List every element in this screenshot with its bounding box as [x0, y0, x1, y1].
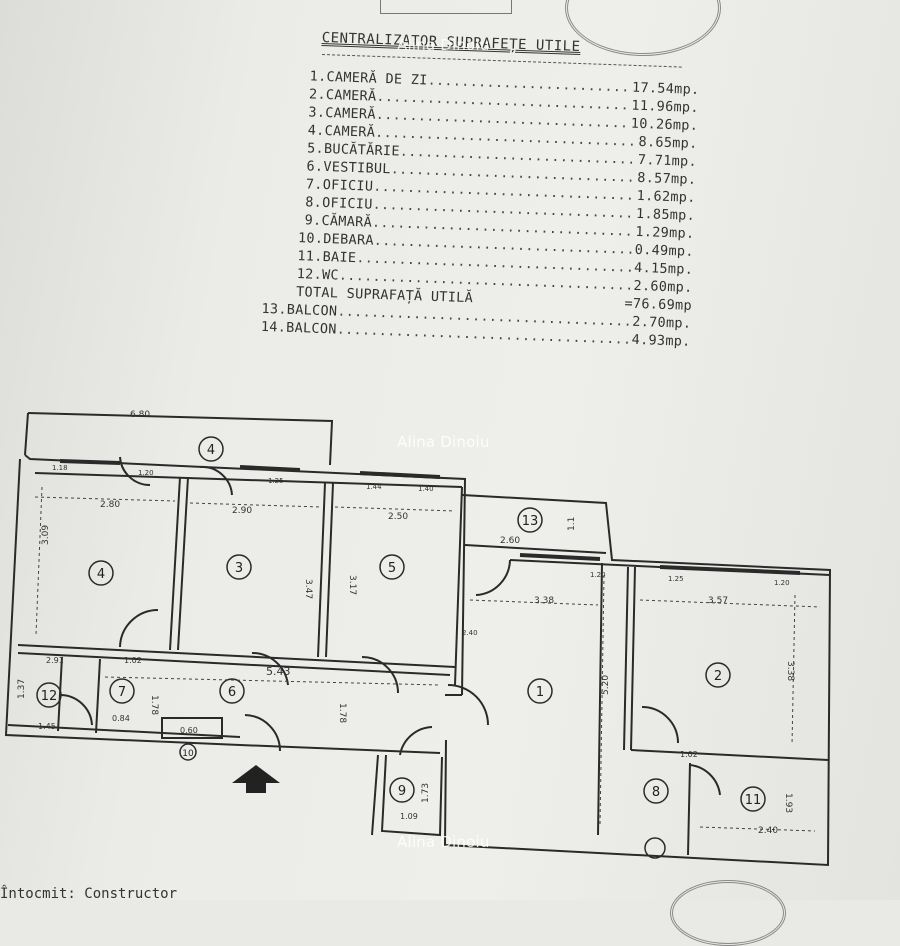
room-label-4: 4	[97, 567, 105, 582]
dim-win-4: 1.18	[52, 464, 68, 472]
area-name: 7.OFICIU	[305, 176, 374, 195]
area-name: 12.WC	[296, 266, 340, 284]
dim-r11-height: 1.93	[783, 793, 793, 813]
room-label-5: 5	[388, 561, 396, 576]
balcony-14-outline	[27, 412, 334, 466]
footer-text: Întocmit: Constructor	[0, 886, 178, 902]
room-label-3: 3	[235, 561, 243, 576]
dim-win-5b: 1.40	[418, 485, 434, 493]
dim-r9-height: 1.73	[421, 783, 431, 803]
dim-win-1: 1.20	[590, 571, 606, 579]
area-value: 11.96mp.	[631, 97, 700, 116]
room-label-12: 12	[41, 689, 58, 704]
area-value: 4.15mp.	[633, 259, 694, 278]
dim-top-overall: 6.80	[130, 410, 150, 420]
dim-r9-width: 1.09	[400, 812, 418, 821]
stamp-rectangle	[380, 0, 512, 14]
area-name: 2.CAMERĂ	[308, 86, 377, 105]
dim-r12-height: 1.37	[17, 679, 27, 699]
areas-table: 1.CAMERĂ DE ZI..........................…	[261, 66, 700, 351]
area-value: 7.71mp.	[637, 151, 698, 170]
room-label-8: 8	[652, 785, 660, 800]
entry-arrow-icon	[232, 765, 280, 793]
dim-r7-b: 0.84	[112, 714, 130, 723]
dim-win-2: 1.25	[668, 575, 684, 583]
room-label-14: 4	[207, 443, 215, 458]
area-name: 8.OFICIU	[304, 194, 373, 213]
area-name: 3.CAMERĂ	[308, 104, 377, 123]
floor-plan: 4 3 5 1 2 6 7 12 8 11 9 13 4 10 6.80 2.8…	[4, 410, 832, 867]
title-underline	[321, 54, 682, 68]
dim-win-4b: 1.20	[138, 469, 154, 477]
dim-win-5: 1.44	[366, 483, 382, 491]
dim-r3-width: 2.90	[232, 506, 252, 516]
dim-r12-width: 1.45	[38, 722, 56, 731]
area-value: 17.54mp.	[631, 79, 700, 98]
dim-r4-width: 2.80	[100, 500, 120, 510]
watermark-middle: Alina Dinoiu	[397, 433, 490, 451]
area-name: 11.BAIE	[297, 248, 357, 267]
dim-r1-width: 3.38	[534, 596, 554, 606]
dim-r5-width: 2.50	[388, 512, 408, 522]
dim-door-1: 2.40	[462, 629, 478, 637]
dim-r2-width: 3.57	[708, 596, 728, 606]
room-label-11: 11	[745, 793, 762, 808]
dim-r8: 1.02	[680, 750, 698, 759]
area-name: 9.CĂMARĂ	[304, 212, 373, 231]
room-label-6: 6	[228, 685, 236, 700]
area-value: 8.57mp.	[637, 169, 697, 188]
dim-r10: 0.60	[180, 726, 198, 735]
area-value: 1.85mp.	[635, 205, 696, 224]
room-label-9: 9	[398, 784, 406, 799]
dim-win-3: 1.25	[268, 477, 284, 485]
dim-r13-width: 2.60	[500, 536, 520, 546]
dim-r7-width: 1.02	[124, 656, 142, 665]
round-stamp-bottom	[670, 880, 786, 946]
round-stamp-top	[565, 0, 721, 56]
room-label-2: 2	[714, 669, 722, 684]
area-value: 1.29mp.	[635, 223, 695, 242]
dim-r5-height: 3.17	[347, 575, 357, 595]
dim-r2-height: 3.38	[785, 661, 795, 681]
room-label-13: 13	[522, 514, 539, 529]
area-value: 4.93mp.	[631, 331, 691, 350]
area-name: 14.BALCON	[260, 318, 337, 338]
watermark-bottom: Alina Dinoiu	[397, 833, 490, 851]
dim-r6-small: 2.91	[46, 656, 64, 665]
dim-win-2b: 1.20	[774, 579, 790, 587]
dim-vestibul: 5.43	[266, 665, 291, 678]
dim-r4-height: 3.09	[41, 525, 51, 545]
dim-vest-height: 1.78	[337, 703, 347, 723]
room-label-1: 1	[536, 685, 544, 700]
room-label-10: 10	[182, 749, 194, 759]
watermark-top: Alina Dinoiu	[397, 36, 490, 54]
area-value: 2.60mp.	[633, 277, 693, 296]
dim-r1-height: 5.20	[601, 675, 611, 695]
room-label-7: 7	[118, 685, 126, 700]
area-value: 2.70mp.	[632, 313, 692, 332]
dim-r3-height: 3.47	[303, 579, 313, 599]
area-value: 10.26mp.	[630, 115, 699, 134]
dim-r7-height: 1.78	[149, 695, 159, 715]
area-value: 8.65mp.	[638, 133, 698, 152]
area-name: 4.CAMERĂ	[307, 122, 376, 141]
area-value: 1.62mp.	[636, 187, 696, 206]
total-value: =76.69mp	[624, 295, 693, 314]
area-value: 0.49mp.	[634, 241, 695, 260]
dim-r13-height: 1.1	[567, 517, 577, 531]
dim-r11-width: 2.40	[758, 826, 778, 836]
